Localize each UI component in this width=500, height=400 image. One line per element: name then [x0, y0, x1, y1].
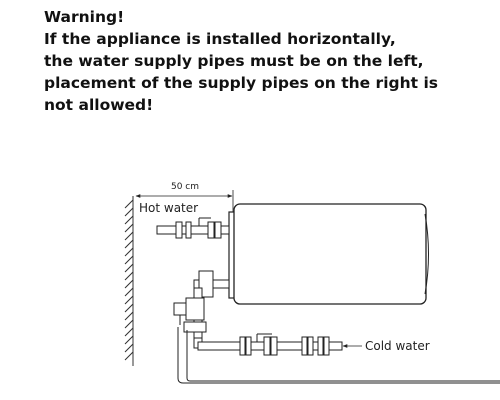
warning-line: not allowed!	[44, 96, 154, 114]
wall	[124, 196, 134, 366]
cold-water-label: Cold water	[365, 339, 430, 353]
drain-hose	[177, 327, 500, 384]
warning-line: If the appliance is installed horizontal…	[44, 30, 396, 48]
dimension-label: 50 cm	[171, 182, 199, 192]
warning-line: the water supply pipes must be on the le…	[44, 52, 424, 70]
cold-water-pipe	[193, 333, 343, 356]
cold-water-riser	[173, 270, 230, 339]
hot-water-label: Hot water	[139, 201, 198, 215]
warning-line: placement of the supply pipes on the rig…	[44, 74, 438, 92]
warning-text: Warning! If the appliance is installed h…	[44, 6, 494, 116]
water-heater-tank	[228, 203, 429, 305]
hot-water-pipe	[156, 217, 230, 239]
dimension-line	[135, 190, 234, 212]
warning-line: Warning!	[44, 8, 125, 26]
